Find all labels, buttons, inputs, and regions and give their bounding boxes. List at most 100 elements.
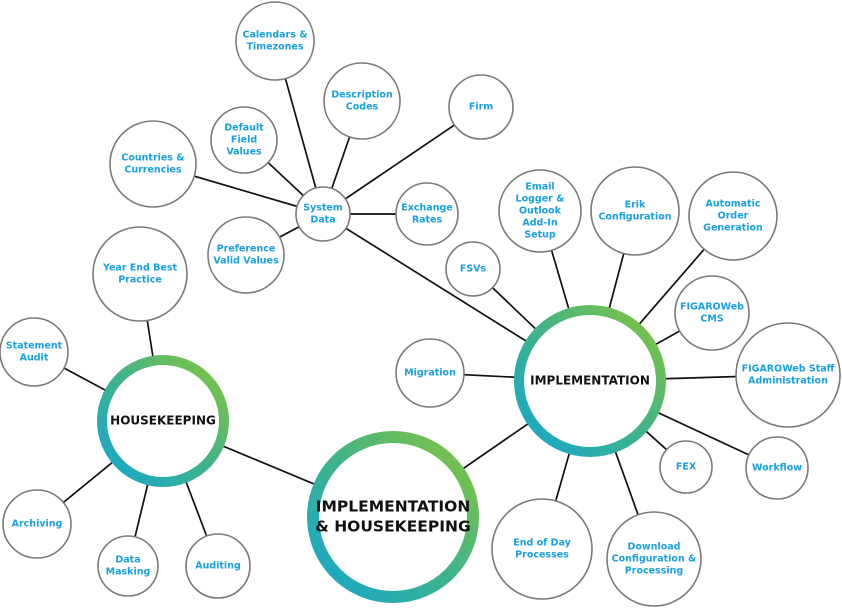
node-label: Email (525, 182, 554, 193)
node-migration: Migration (395, 338, 465, 408)
node-circle (735, 322, 841, 428)
node-label: Field (231, 135, 257, 146)
node-label: Setup (524, 230, 556, 241)
node-circle (395, 338, 465, 408)
node-circle (307, 431, 479, 603)
node-circle (514, 305, 666, 457)
node-label: Configuration (598, 212, 671, 223)
node-root: IMPLEMENTATION & HOUSEKEEPING (307, 431, 479, 603)
node-label: Outlook (519, 206, 562, 217)
node-label: Processing (625, 566, 683, 577)
node-label: Firm (469, 102, 493, 113)
node-label: Practice (118, 275, 162, 286)
node-label: Data (310, 215, 335, 226)
node-label: Preference (217, 244, 276, 255)
node-label: System (303, 203, 343, 214)
node-housekeeping: HOUSEKEEPING (97, 355, 229, 487)
node-calendars-timezones: Calendars &Timezones (235, 1, 315, 81)
node-circle (688, 171, 778, 261)
node-fex: FEX (659, 440, 713, 494)
node-archiving: Archiving (2, 489, 72, 559)
node-label: Archiving (12, 519, 63, 530)
node-circle (295, 186, 351, 242)
node-workflow: Workflow (745, 436, 809, 500)
node-label: Timezones (247, 42, 304, 53)
node-label: Year End Best (102, 263, 178, 274)
node-label: Codes (346, 102, 379, 113)
node-label: FIGAROWeb (680, 302, 744, 313)
node-label: Download (628, 542, 681, 553)
node-circle (745, 436, 809, 500)
node-label: FEX (676, 462, 697, 473)
node-label: Generation (703, 223, 763, 234)
node-circle (210, 106, 278, 174)
node-label: Processes (515, 550, 569, 561)
node-circle (109, 120, 197, 208)
node-label: End of Day (513, 538, 571, 549)
node-label: IMPLEMENTATION (530, 374, 650, 388)
node-label: & HOUSEKEEPING (315, 518, 470, 536)
node-label: Countries & (121, 153, 184, 164)
node-circle (491, 498, 593, 600)
node-label: Valid Values (213, 256, 279, 267)
node-label: Data (115, 555, 140, 566)
node-label: Exchange (401, 203, 452, 214)
node-label: Automatic (706, 199, 761, 210)
node-circle (0, 317, 69, 387)
node-label: HOUSEKEEPING (110, 414, 216, 428)
node-label: Audit (20, 353, 49, 364)
node-circle (606, 511, 702, 607)
node-firm: Firm (448, 74, 514, 140)
node-circle (2, 489, 72, 559)
node-label: Statement (6, 341, 63, 352)
node-label: CMS (700, 314, 723, 325)
node-circle (235, 1, 315, 81)
node-label: Rates (412, 215, 443, 226)
node-circle (97, 535, 159, 597)
node-label: IMPLEMENTATION (316, 498, 471, 516)
node-circle (207, 216, 285, 294)
node-label: Workflow (752, 463, 802, 474)
node-circle (498, 169, 582, 253)
node-label: FSVs (460, 264, 487, 275)
node-label: Default (224, 123, 264, 134)
node-label: Currencies (124, 165, 182, 176)
node-circle (659, 440, 713, 494)
node-circle (92, 226, 188, 322)
node-circle (395, 182, 459, 246)
node-auditing: Auditing (185, 533, 251, 599)
node-label: Add-In (522, 218, 557, 229)
node-circle (97, 355, 229, 487)
node-label: Description (331, 90, 393, 101)
node-countries-currencies: Countries &Currencies (109, 120, 197, 208)
node-circle (448, 74, 514, 140)
node-fsvs: FSVs (445, 241, 501, 297)
node-circle (674, 275, 750, 351)
node-circle (590, 166, 680, 256)
node-circle (445, 241, 501, 297)
node-label: Calendars & (243, 30, 308, 41)
node-label: Administration (748, 376, 828, 387)
node-label: FIGAROWeb Staff (742, 364, 835, 375)
node-label: Configuration & (612, 554, 697, 565)
node-label: Migration (404, 368, 456, 379)
node-label: Values (226, 147, 262, 158)
node-circle (185, 533, 251, 599)
